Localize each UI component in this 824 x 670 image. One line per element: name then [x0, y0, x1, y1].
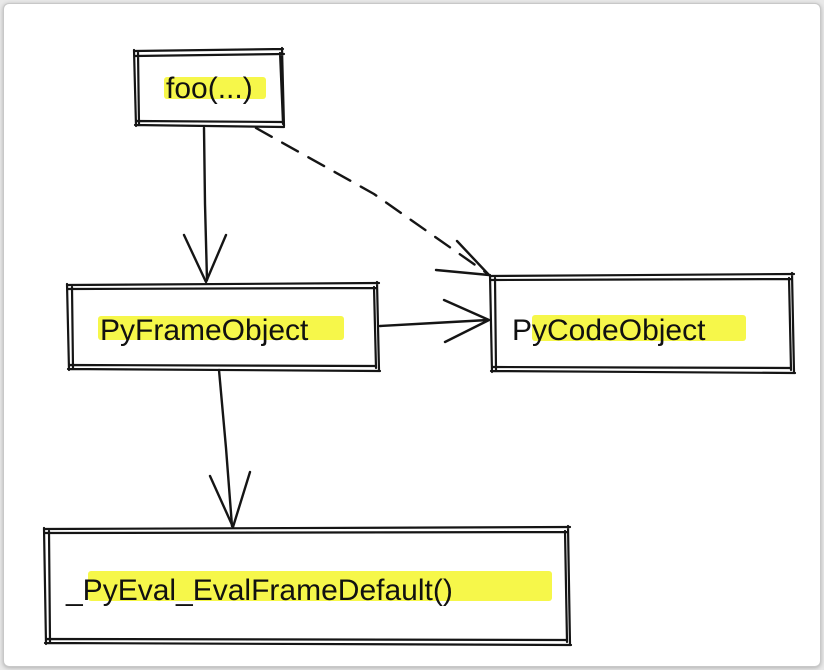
label-pyeval: _PyEval_EvalFrameDefault() — [65, 574, 453, 607]
box-pyeval — [42, 524, 573, 647]
edge-line-foo-frame — [202, 126, 209, 282]
node-pycodeobject: PyCodeObject — [488, 271, 797, 375]
box-pyframeobject — [65, 280, 382, 373]
edge-line-foo-code — [254, 126, 490, 276]
node-foo: foo(...) — [132, 46, 286, 129]
box-pycodeobject — [488, 271, 797, 375]
highlight-pyframeobject — [98, 316, 344, 340]
box-foo — [132, 46, 286, 129]
edge-line-frame-code — [378, 318, 490, 328]
arrowhead-frame-code — [442, 298, 491, 344]
arrowhead-frame-eval — [208, 470, 252, 529]
node-pyframeobject: PyFrameObject — [65, 280, 382, 373]
edge-foo-to-pycodeobject — [254, 126, 491, 277]
diagram-frame: foo(...) PyFrameObject PyCodeObject _PyE… — [3, 3, 821, 667]
highlight-foo — [164, 77, 266, 99]
flow-diagram: foo(...) PyFrameObject PyCodeObject _PyE… — [42, 46, 797, 647]
label-foo: foo(...) — [166, 72, 253, 105]
node-pyeval-evalframedefault: _PyEval_EvalFrameDefault() — [42, 524, 573, 647]
label-pycodeobject: PyCodeObject — [512, 314, 706, 347]
label-pyframeobject: PyFrameObject — [100, 314, 309, 347]
arrowhead-foo-code — [434, 239, 491, 277]
arrowhead-foo-frame — [182, 233, 228, 284]
edge-pyframeobject-to-pycodeobject — [378, 298, 491, 344]
edge-pyframeobject-to-pyeval — [208, 368, 252, 529]
edge-foo-to-pyframeobject — [182, 126, 228, 284]
highlight-pycodeobject — [532, 315, 746, 341]
highlight-pyeval — [88, 571, 552, 601]
edge-line-frame-eval — [217, 368, 234, 528]
